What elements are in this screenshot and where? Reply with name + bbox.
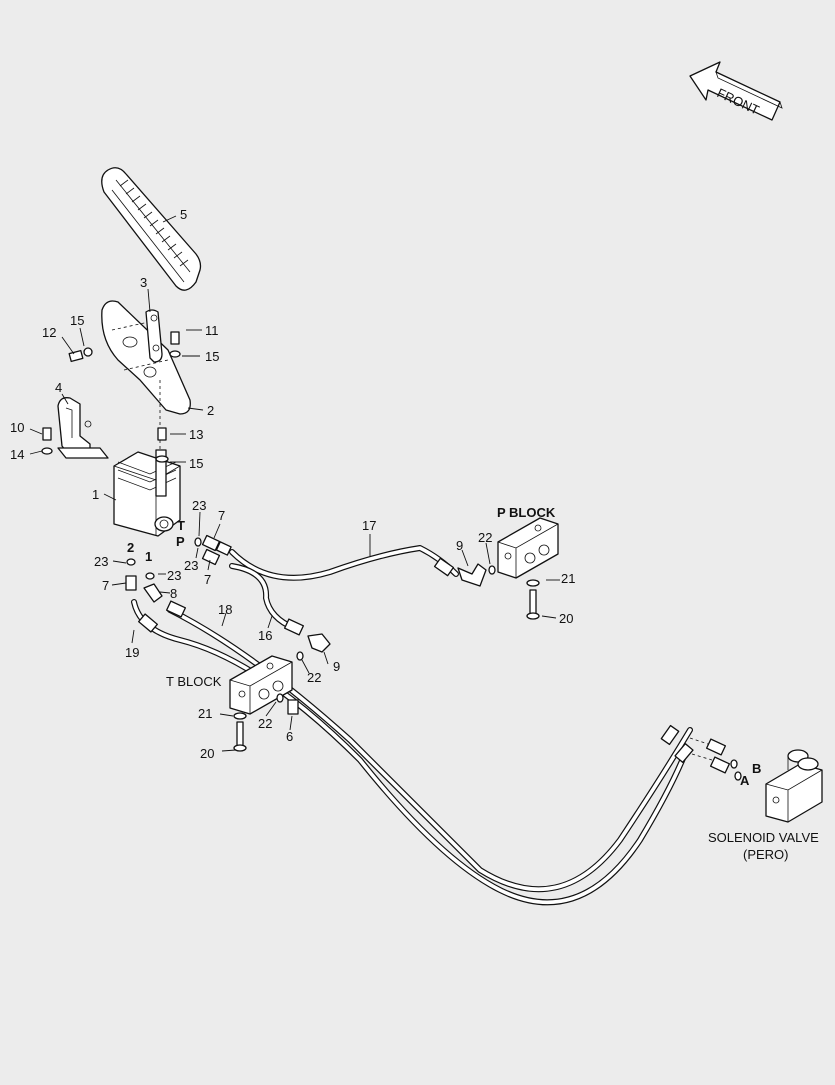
callout-22-a: 22	[478, 530, 492, 545]
callout-9-b: 9	[333, 659, 340, 674]
callout-12: 12	[42, 325, 56, 340]
oring-22-t	[276, 693, 284, 703]
hose-end-fittings	[138, 557, 694, 763]
callout-13: 13	[189, 427, 203, 442]
port-1-label: 1	[145, 549, 152, 564]
washer-21-p	[526, 579, 540, 587]
solenoid-fittings	[689, 737, 742, 781]
callout-20-b: 20	[200, 746, 214, 761]
callout-11: 11	[205, 323, 219, 338]
callout-18: 18	[218, 602, 232, 617]
fitting-7-left	[125, 575, 137, 591]
fitting-7-upper	[201, 534, 232, 556]
callout-8: 8	[170, 586, 177, 601]
callout-7-c: 7	[102, 578, 109, 593]
callout-15-b: 15	[205, 349, 219, 364]
p-block	[497, 517, 559, 579]
callout-9-a: 9	[456, 538, 463, 553]
elbow-9-upper	[457, 563, 487, 587]
callout-7-b: 7	[204, 572, 211, 587]
callout-22-c: 22	[258, 716, 272, 731]
leader-lines	[29, 215, 560, 752]
washer-15a	[83, 347, 93, 357]
callout-21-b: 21	[198, 706, 212, 721]
elbow-8	[143, 583, 163, 603]
screw-12	[68, 349, 84, 363]
port-b-label: B	[752, 761, 761, 776]
callout-15-c: 15	[189, 456, 203, 471]
solenoid-label-line2: (PERO)	[743, 847, 789, 862]
callout-6: 6	[286, 729, 293, 744]
screw-11	[170, 331, 180, 345]
callout-16: 16	[258, 628, 272, 643]
callout-23-b: 23	[184, 558, 198, 573]
callout-10: 10	[10, 420, 24, 435]
p-block-label: P BLOCK	[497, 505, 556, 520]
plug-6	[287, 699, 299, 715]
callout-5: 5	[180, 207, 187, 222]
bolt-20-p	[526, 589, 540, 620]
fitting-7-lower	[201, 548, 221, 566]
support-bracket	[57, 397, 109, 459]
port-t-label: T	[177, 518, 185, 533]
callout-23-a: 23	[192, 498, 206, 513]
callout-3: 3	[140, 275, 147, 290]
oring-23	[126, 537, 202, 580]
callout-4: 4	[55, 380, 62, 395]
pedal-plate	[101, 300, 191, 415]
callout-15-a: 15	[70, 313, 84, 328]
washer-14	[41, 447, 53, 455]
t-block-label: T BLOCK	[166, 674, 222, 689]
bolt-20-t	[233, 721, 247, 752]
callout-19: 19	[125, 645, 139, 660]
solenoid-label-line1: SOLENOID VALVE	[708, 830, 819, 845]
washer-21-t	[233, 712, 247, 720]
hose-17	[229, 545, 459, 581]
pedal-valve-body	[113, 380, 181, 537]
callout-2-pedal: 2	[207, 403, 214, 418]
port-p-label: P	[176, 534, 185, 549]
callout-23-c: 23	[94, 554, 108, 569]
callout-20-a: 20	[559, 611, 573, 626]
callout-7-a: 7	[218, 508, 225, 523]
hose-16	[229, 563, 297, 631]
washer-15c	[155, 455, 169, 463]
pedal-pad	[101, 167, 202, 291]
screw-10	[42, 427, 52, 441]
washer-15b	[169, 350, 181, 358]
callout-14: 14	[10, 447, 24, 462]
port-a-label: A	[740, 773, 750, 788]
oring-22-lower	[296, 651, 304, 661]
callout-22-b: 22	[307, 670, 321, 685]
callout-1-body: 1	[92, 487, 99, 502]
front-direction-arrow: FRONT	[689, 61, 783, 121]
callout-21-a: 21	[561, 571, 575, 586]
elbow-9-lower	[307, 633, 331, 653]
port-2-label: 2	[127, 540, 134, 555]
hose-18	[167, 607, 693, 893]
t-block	[229, 655, 293, 715]
screw-13	[157, 427, 167, 441]
hose-19	[131, 599, 687, 906]
oring-22-upper	[488, 565, 496, 575]
callout-17: 17	[362, 518, 376, 533]
callout-23-d: 23	[167, 568, 181, 583]
solenoid-valve	[765, 749, 823, 823]
